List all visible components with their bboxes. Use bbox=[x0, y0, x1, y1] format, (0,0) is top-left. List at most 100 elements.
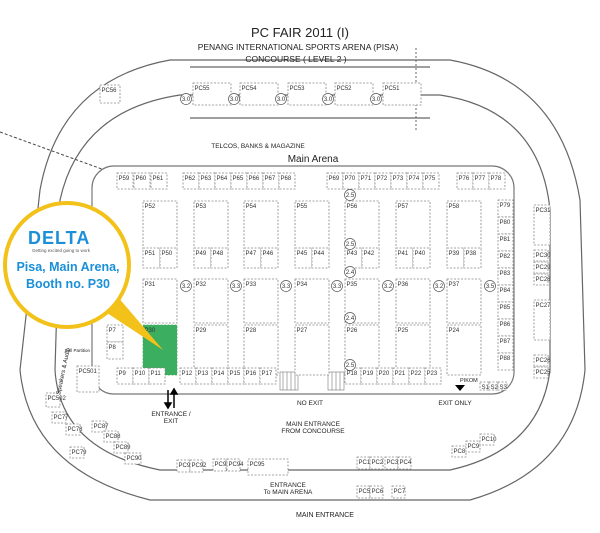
booth-pc7[interactable]: PC7 bbox=[391, 485, 406, 499]
booth-p16[interactable]: P16 bbox=[243, 367, 261, 385]
booth-pc78[interactable]: PC78 bbox=[65, 423, 83, 436]
booth-p73[interactable]: P73 bbox=[390, 172, 408, 190]
booth-pc89[interactable]: PC89 bbox=[113, 441, 131, 454]
booth-p43[interactable]: P43 bbox=[344, 247, 363, 269]
booth-p54[interactable]: P54 bbox=[243, 200, 279, 250]
booth-p25[interactable]: P25 bbox=[395, 324, 431, 376]
booth-p20[interactable]: P20 bbox=[376, 367, 394, 385]
booth-p40[interactable]: P40 bbox=[412, 247, 431, 269]
booth-p80[interactable]: P80 bbox=[497, 216, 514, 235]
booth-p42[interactable]: P42 bbox=[361, 247, 380, 269]
booth-p58[interactable]: P58 bbox=[446, 200, 482, 250]
booth-s1[interactable]: S1 bbox=[479, 381, 490, 391]
booth-p72[interactable]: P72 bbox=[374, 172, 392, 190]
booth-p34[interactable]: P34 bbox=[294, 278, 330, 324]
booth-pc2[interactable]: PC2 bbox=[369, 456, 384, 470]
booth-p82[interactable]: P82 bbox=[497, 250, 514, 269]
booth-p49[interactable]: P49 bbox=[193, 247, 212, 269]
booth-pc1[interactable]: PC1 bbox=[356, 456, 371, 470]
booth-pc3[interactable]: PC3 bbox=[384, 456, 399, 470]
booth-pc10[interactable]: PC10 bbox=[479, 433, 497, 446]
booth-p15[interactable]: P15 bbox=[227, 367, 245, 385]
booth-p79[interactable]: P79 bbox=[497, 199, 514, 218]
booth-pc6[interactable]: PC6 bbox=[369, 485, 384, 499]
booth-pc88[interactable]: PC88 bbox=[103, 430, 121, 443]
booth-pc29[interactable]: PC29 bbox=[533, 261, 551, 274]
booth-p47[interactable]: P47 bbox=[243, 247, 262, 269]
booth-p62[interactable]: P62 bbox=[182, 172, 200, 190]
booth-pc95[interactable]: PC95 bbox=[247, 458, 289, 476]
booth-pc5[interactable]: PC5 bbox=[356, 485, 371, 499]
booth-p24[interactable]: P24 bbox=[446, 324, 482, 376]
booth-p32[interactable]: P32 bbox=[193, 278, 229, 324]
booth-p76[interactable]: P76 bbox=[456, 172, 474, 190]
booth-p69[interactable]: P69 bbox=[326, 172, 344, 190]
booth-p37[interactable]: P37 bbox=[446, 278, 482, 324]
booth-p21[interactable]: P21 bbox=[392, 367, 410, 385]
booth-p71[interactable]: P71 bbox=[358, 172, 376, 190]
booth-pc26[interactable]: PC26 bbox=[533, 354, 551, 367]
booth-p64[interactable]: P64 bbox=[214, 172, 232, 190]
booth-p27[interactable]: P27 bbox=[294, 324, 330, 376]
booth-p50[interactable]: P50 bbox=[159, 247, 178, 269]
booth-pc28[interactable]: PC28 bbox=[533, 273, 551, 286]
booth-p23[interactable]: P23 bbox=[424, 367, 442, 385]
booth-pc27[interactable]: PC27 bbox=[533, 299, 551, 341]
booth-p86[interactable]: P86 bbox=[497, 318, 514, 337]
booth-pc4[interactable]: PC4 bbox=[397, 456, 412, 470]
booth-p8[interactable]: P8 bbox=[106, 341, 124, 360]
booth-s3[interactable]: S3 bbox=[497, 381, 508, 391]
booth-p66[interactable]: P66 bbox=[246, 172, 264, 190]
booth-pc93[interactable]: PC93 bbox=[212, 458, 230, 472]
booth-p78[interactable]: P78 bbox=[488, 172, 506, 190]
booth-pc77[interactable]: PC77 bbox=[51, 411, 69, 424]
booth-pc90[interactable]: PC90 bbox=[124, 452, 142, 465]
booth-pc8[interactable]: PC8 bbox=[451, 445, 467, 458]
booth-p46[interactable]: P46 bbox=[260, 247, 279, 269]
booth-p61[interactable]: P61 bbox=[150, 172, 168, 190]
booth-p31[interactable]: P31 bbox=[142, 278, 178, 324]
booth-pc55[interactable]: PC55 bbox=[192, 82, 232, 106]
booth-p63[interactable]: P63 bbox=[198, 172, 216, 190]
booth-p38[interactable]: P38 bbox=[463, 247, 482, 269]
booth-pc87[interactable]: PC87 bbox=[91, 420, 109, 433]
booth-p65[interactable]: P65 bbox=[230, 172, 248, 190]
booth-p57[interactable]: P57 bbox=[395, 200, 431, 250]
booth-p53[interactable]: P53 bbox=[193, 200, 229, 250]
booth-p60[interactable]: P60 bbox=[133, 172, 151, 190]
booth-p68[interactable]: P68 bbox=[278, 172, 296, 190]
booth-p19[interactable]: P19 bbox=[360, 367, 378, 385]
booth-p85[interactable]: P85 bbox=[497, 301, 514, 320]
booth-pc94[interactable]: PC94 bbox=[226, 458, 244, 472]
booth-p67[interactable]: P67 bbox=[262, 172, 280, 190]
booth-pc54[interactable]: PC54 bbox=[239, 82, 279, 106]
booth-p70[interactable]: P70 bbox=[342, 172, 360, 190]
booth-p52[interactable]: P52 bbox=[142, 200, 178, 250]
booth-s2[interactable]: S2 bbox=[488, 381, 499, 391]
booth-p88[interactable]: P88 bbox=[497, 352, 514, 371]
booth-p81[interactable]: P81 bbox=[497, 233, 514, 252]
booth-pc52[interactable]: PC52 bbox=[334, 82, 374, 106]
booth-p83[interactable]: P83 bbox=[497, 267, 514, 286]
booth-p29[interactable]: P29 bbox=[193, 324, 229, 376]
booth-pc501[interactable]: PC501 bbox=[76, 365, 100, 393]
booth-pc9[interactable]: PC9 bbox=[465, 440, 481, 453]
booth-pc53[interactable]: PC53 bbox=[287, 82, 327, 106]
booth-pc30[interactable]: PC30 bbox=[533, 249, 551, 262]
booth-p51[interactable]: P51 bbox=[142, 247, 161, 269]
booth-p17[interactable]: P17 bbox=[259, 367, 277, 385]
booth-p18[interactable]: P18 bbox=[344, 367, 362, 385]
booth-p77[interactable]: P77 bbox=[472, 172, 490, 190]
booth-p75[interactable]: P75 bbox=[422, 172, 440, 190]
booth-p12[interactable]: P12 bbox=[179, 367, 197, 385]
booth-p10[interactable]: P10 bbox=[132, 367, 150, 385]
booth-p45[interactable]: P45 bbox=[294, 247, 313, 269]
booth-p13[interactable]: P13 bbox=[195, 367, 213, 385]
booth-p39[interactable]: P39 bbox=[446, 247, 465, 269]
booth-p84[interactable]: P84 bbox=[497, 284, 514, 303]
booth-p22[interactable]: P22 bbox=[408, 367, 426, 385]
booth-p9[interactable]: P9 bbox=[116, 367, 134, 385]
booth-p74[interactable]: P74 bbox=[406, 172, 424, 190]
booth-p44[interactable]: P44 bbox=[311, 247, 330, 269]
booth-p55[interactable]: P55 bbox=[294, 200, 330, 250]
